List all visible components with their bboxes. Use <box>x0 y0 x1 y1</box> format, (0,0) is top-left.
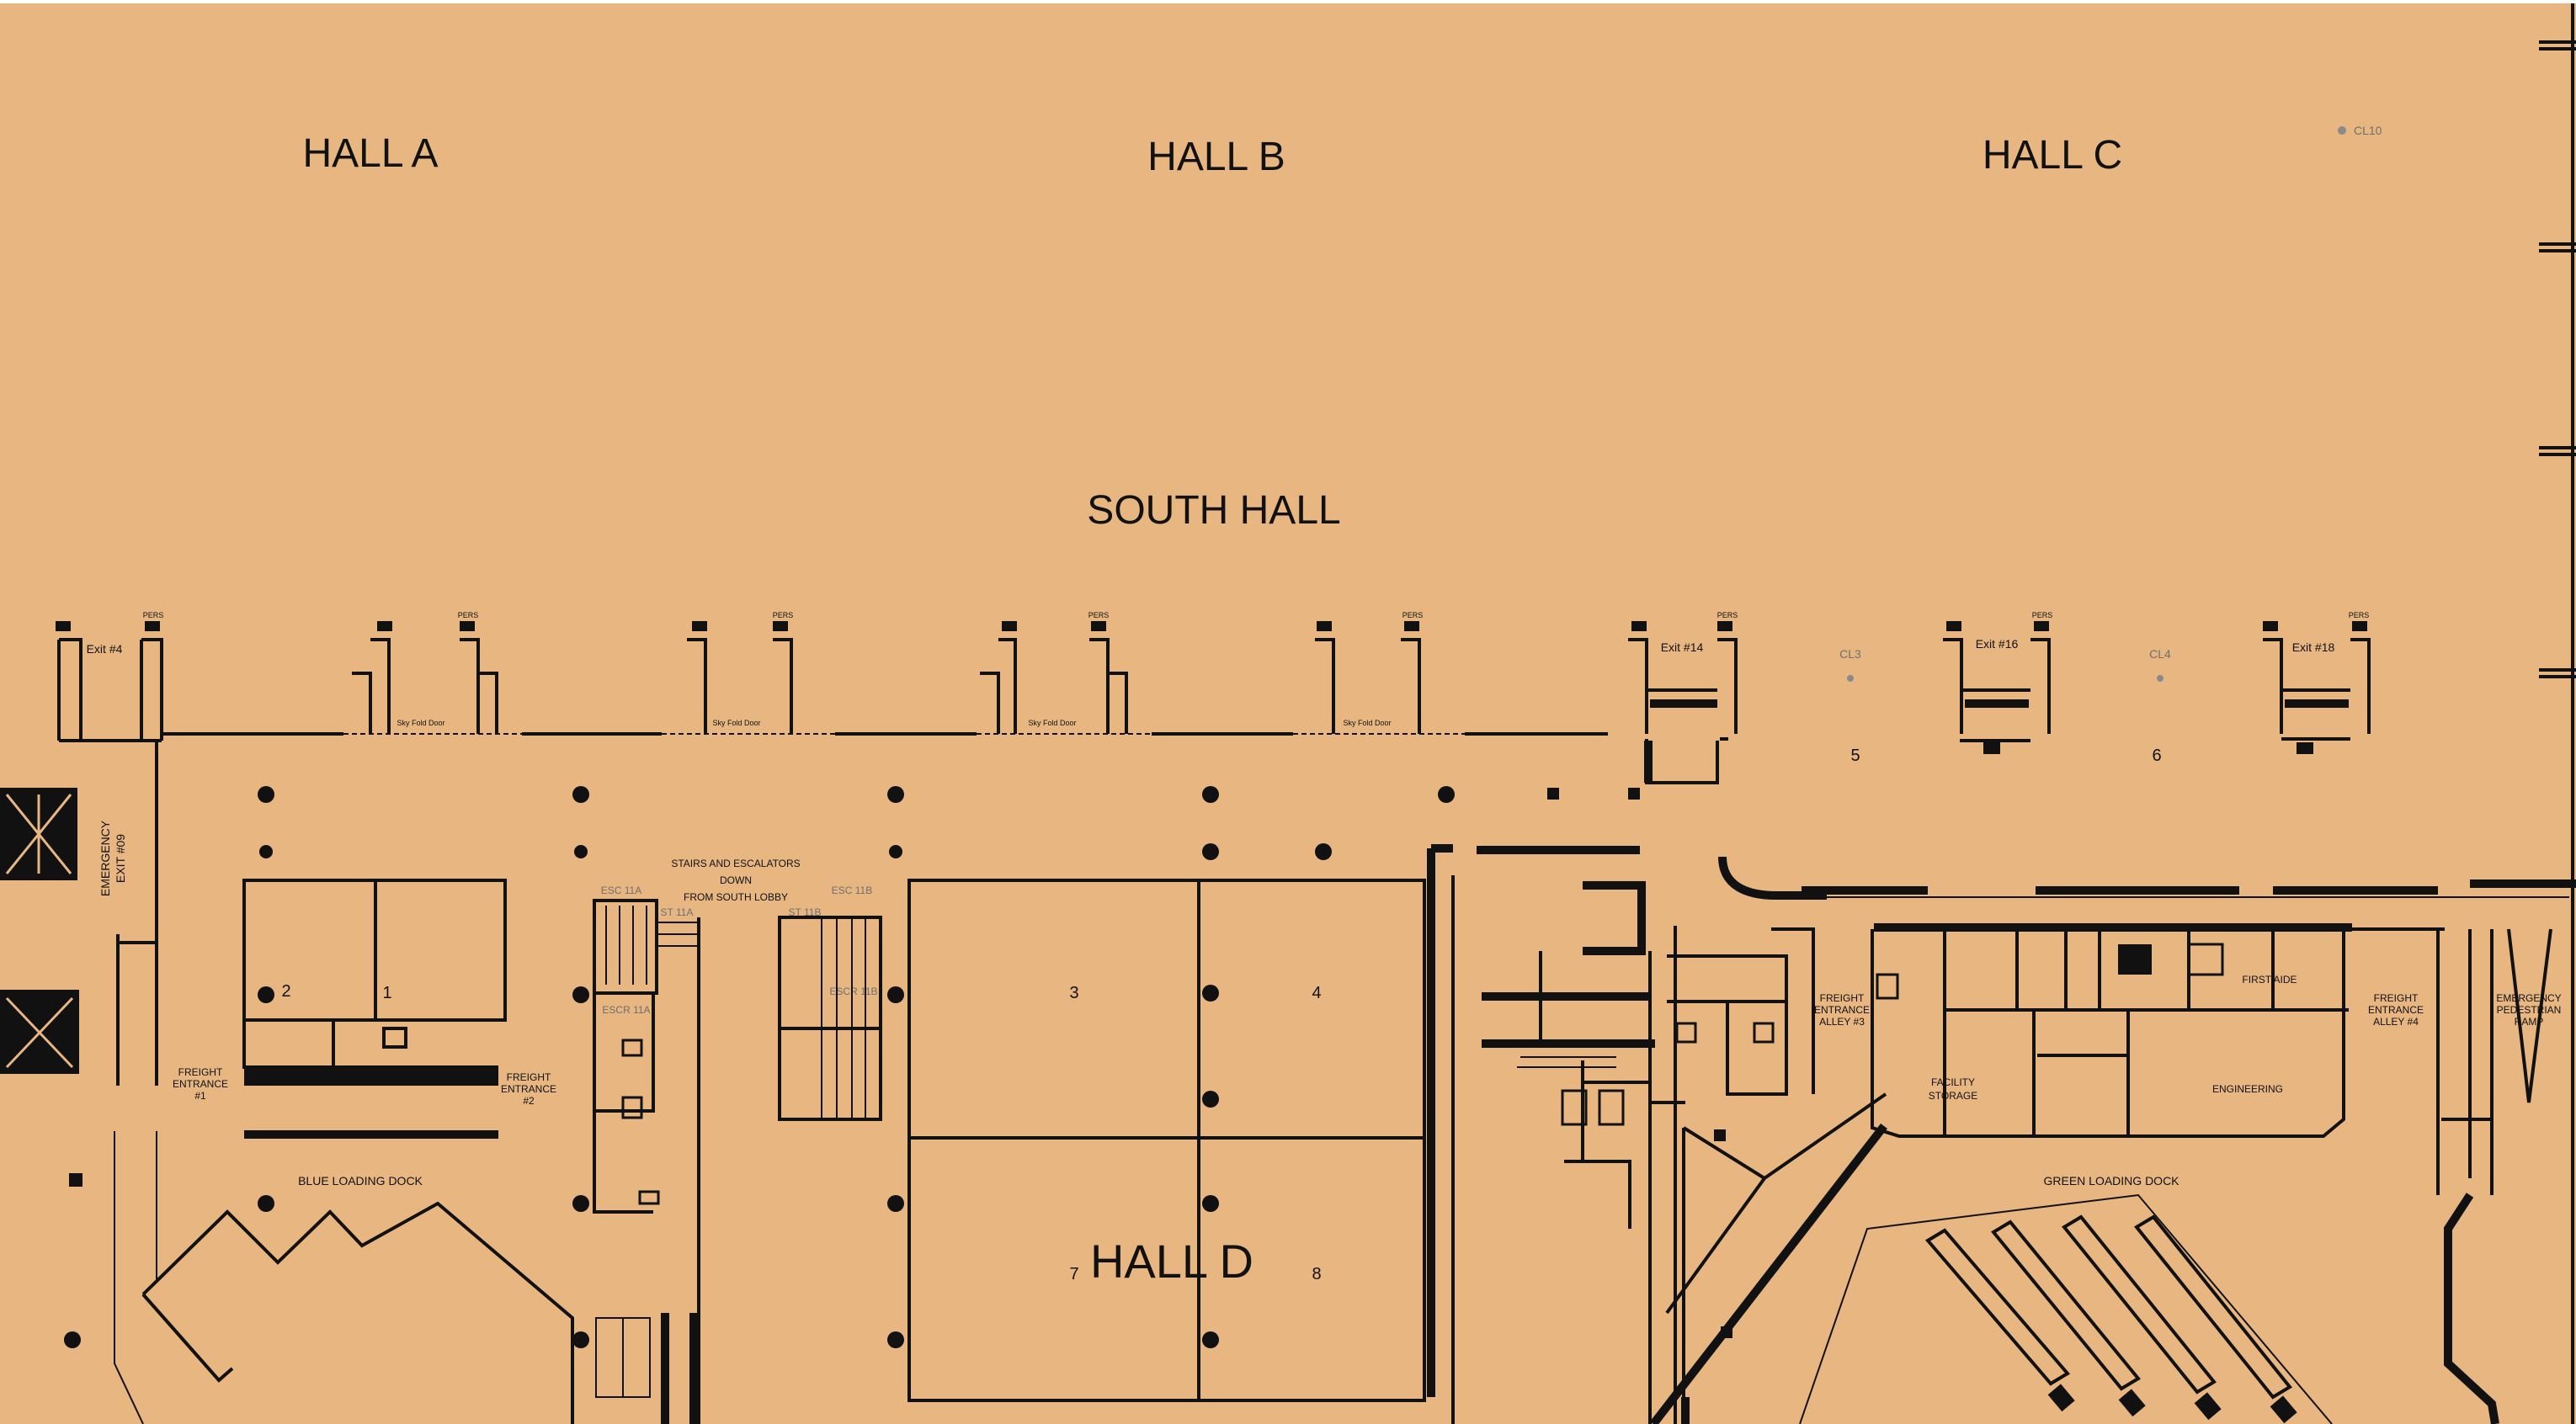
freight-alley-3-line2: ENTRANCE <box>1814 1004 1870 1016</box>
facility-storage-line2: STORAGE <box>1929 1090 1977 1102</box>
room-1-label: 1 <box>382 984 391 1002</box>
column-cl10-label: CL10 <box>2354 124 2382 137</box>
column-cl3: CL3 <box>1839 647 1861 682</box>
freight-entrance-2: FREIGHT ENTRANCE #2 <box>501 1071 556 1107</box>
emergency-exit-9-line2: EXIT #09 <box>114 834 127 883</box>
floor-box <box>2297 742 2313 754</box>
emergency-exit-9-line1: EMERGENCY <box>98 820 112 896</box>
room-8-label: 8 <box>1312 1265 1321 1283</box>
service-core <box>1477 737 1887 1424</box>
hall-a-label: HALL A <box>303 131 439 176</box>
engineering-label: ENGINEERING <box>2212 1083 2283 1095</box>
pers-label: PERS <box>1402 611 1424 619</box>
hall-d-rooms: 3 4 7 8 <box>907 844 1455 1424</box>
emergency-pedestrian-ramp: EMERGENCY PEDESTRIAN RAMP <box>2444 928 2562 1424</box>
freight-alley-4-line3: ALLEY #4 <box>2373 1016 2419 1028</box>
st-11b-label: ST 11B <box>789 906 822 918</box>
pers-label: PERS <box>773 611 794 619</box>
pers-label: PERS <box>1717 611 1738 619</box>
hall-b-label: HALL B <box>1147 135 1285 179</box>
green-loading-dock-label: GREEN LOADING DOCK <box>2043 1174 2179 1188</box>
freight-entrance-1: FREIGHT ENTRANCE #1 <box>173 1066 228 1102</box>
freight-alley-3-line1: FREIGHT <box>1820 992 1865 1004</box>
structural-columns <box>64 786 1640 1348</box>
pers-label: PERS <box>1088 611 1110 619</box>
column-cl10: CL10 <box>2338 124 2382 137</box>
ramp-line3: RAMP <box>2515 1016 2544 1028</box>
column-dot <box>1847 675 1854 682</box>
room-7-label: 7 <box>1069 1265 1078 1283</box>
room-4-label: 4 <box>1312 984 1321 1002</box>
stairs-note-line3: FROM SOUTH LOBBY <box>684 891 788 903</box>
exit-14-label: Exit #14 <box>1661 640 1704 654</box>
freight-alley-4-line2: ENTRANCE <box>2368 1004 2424 1016</box>
freight-entrance-1-line3: #1 <box>194 1090 206 1102</box>
stairs-escalators: STAIRS AND ESCALATORS DOWN FROM SOUTH LO… <box>593 858 882 1424</box>
plan-background <box>0 3 2576 1424</box>
pers-label: PERS <box>458 611 479 619</box>
east-wing: FREIGHT ENTRANCE ALLEY #3 FACILITY STORA… <box>1771 879 2576 1195</box>
hall-c-label: HALL C <box>1983 133 2122 178</box>
sky-fold-door-label: Sky Fold Door <box>397 719 444 727</box>
pers-label: PERS <box>2349 611 2370 619</box>
room-6-label: 6 <box>2152 747 2161 765</box>
column-cl4-label: CL4 <box>2149 647 2171 661</box>
hall-d-label: HALL D <box>1090 1235 1253 1288</box>
sky-fold-door-label: Sky Fold Door <box>1028 719 1076 727</box>
west-stair-block <box>0 741 158 1086</box>
floor-box <box>1983 742 2000 754</box>
pers-label: PERS <box>143 611 164 619</box>
meeting-rooms-1-2: 1 2 <box>242 879 507 1139</box>
exit-16-label: Exit #16 <box>1976 637 2019 651</box>
room-2-label: 2 <box>281 982 290 1001</box>
stairs-note-line1: STAIRS AND ESCALATORS <box>671 858 800 869</box>
room-3-label: 3 <box>1069 984 1078 1002</box>
pers-label: PERS <box>2032 611 2053 619</box>
emergency-exit-9: EMERGENCY EXIT #09 <box>98 820 127 896</box>
blue-loading-dock-label: BLUE LOADING DOCK <box>298 1174 423 1188</box>
south-hall-wall: PERS PERS PERS PERS PERS PERS PERS PERS … <box>56 611 2371 784</box>
green-loading-dock: GREEN LOADING DOCK <box>1799 1174 2333 1424</box>
escr-11a-label: ESCR 11A <box>602 1004 650 1016</box>
ramp-line2: PEDESTRIAN <box>2497 1004 2562 1016</box>
exit-4-label: Exit #4 <box>87 642 123 656</box>
esc-11b-label: ESC 11B <box>832 885 872 896</box>
first-aid-label: FIRST AIDE <box>2242 974 2297 986</box>
freight-entrance-2-line1: FREIGHT <box>507 1071 551 1083</box>
blue-loading-dock: BLUE LOADING DOCK <box>69 1131 574 1424</box>
freight-alley-4-line1: FREIGHT <box>2374 992 2419 1004</box>
south-hall-label: SOUTH HALL <box>1087 488 1340 533</box>
stairs-note-line2: DOWN <box>720 874 752 886</box>
esc-11a-label: ESC 11A <box>601 885 641 896</box>
column-cl3-label: CL3 <box>1839 647 1861 661</box>
exit-18-label: Exit #18 <box>2292 640 2335 654</box>
freight-entrance-1-line2: ENTRANCE <box>173 1078 228 1090</box>
facility-storage-line1: FACILITY <box>1931 1076 1975 1088</box>
freight-entrance-1-line1: FREIGHT <box>178 1066 223 1078</box>
freight-entrance-2-line2: ENTRANCE <box>501 1083 556 1095</box>
room-5-label: 5 <box>1850 747 1860 765</box>
freight-alley-3-line3: ALLEY #3 <box>1819 1016 1865 1028</box>
sky-fold-door-label: Sky Fold Door <box>1343 719 1391 727</box>
st-11a-label: ST 11A <box>661 906 694 918</box>
column-dot <box>2157 675 2164 682</box>
sky-fold-door-label: Sky Fold Door <box>712 719 760 727</box>
column-dot <box>2338 126 2346 135</box>
column-cl4: CL4 <box>2149 647 2171 682</box>
east-edge-marks <box>2539 3 2576 1424</box>
freight-entrance-2-line3: #2 <box>523 1095 535 1107</box>
ramp-line1: EMERGENCY <box>2496 992 2561 1004</box>
